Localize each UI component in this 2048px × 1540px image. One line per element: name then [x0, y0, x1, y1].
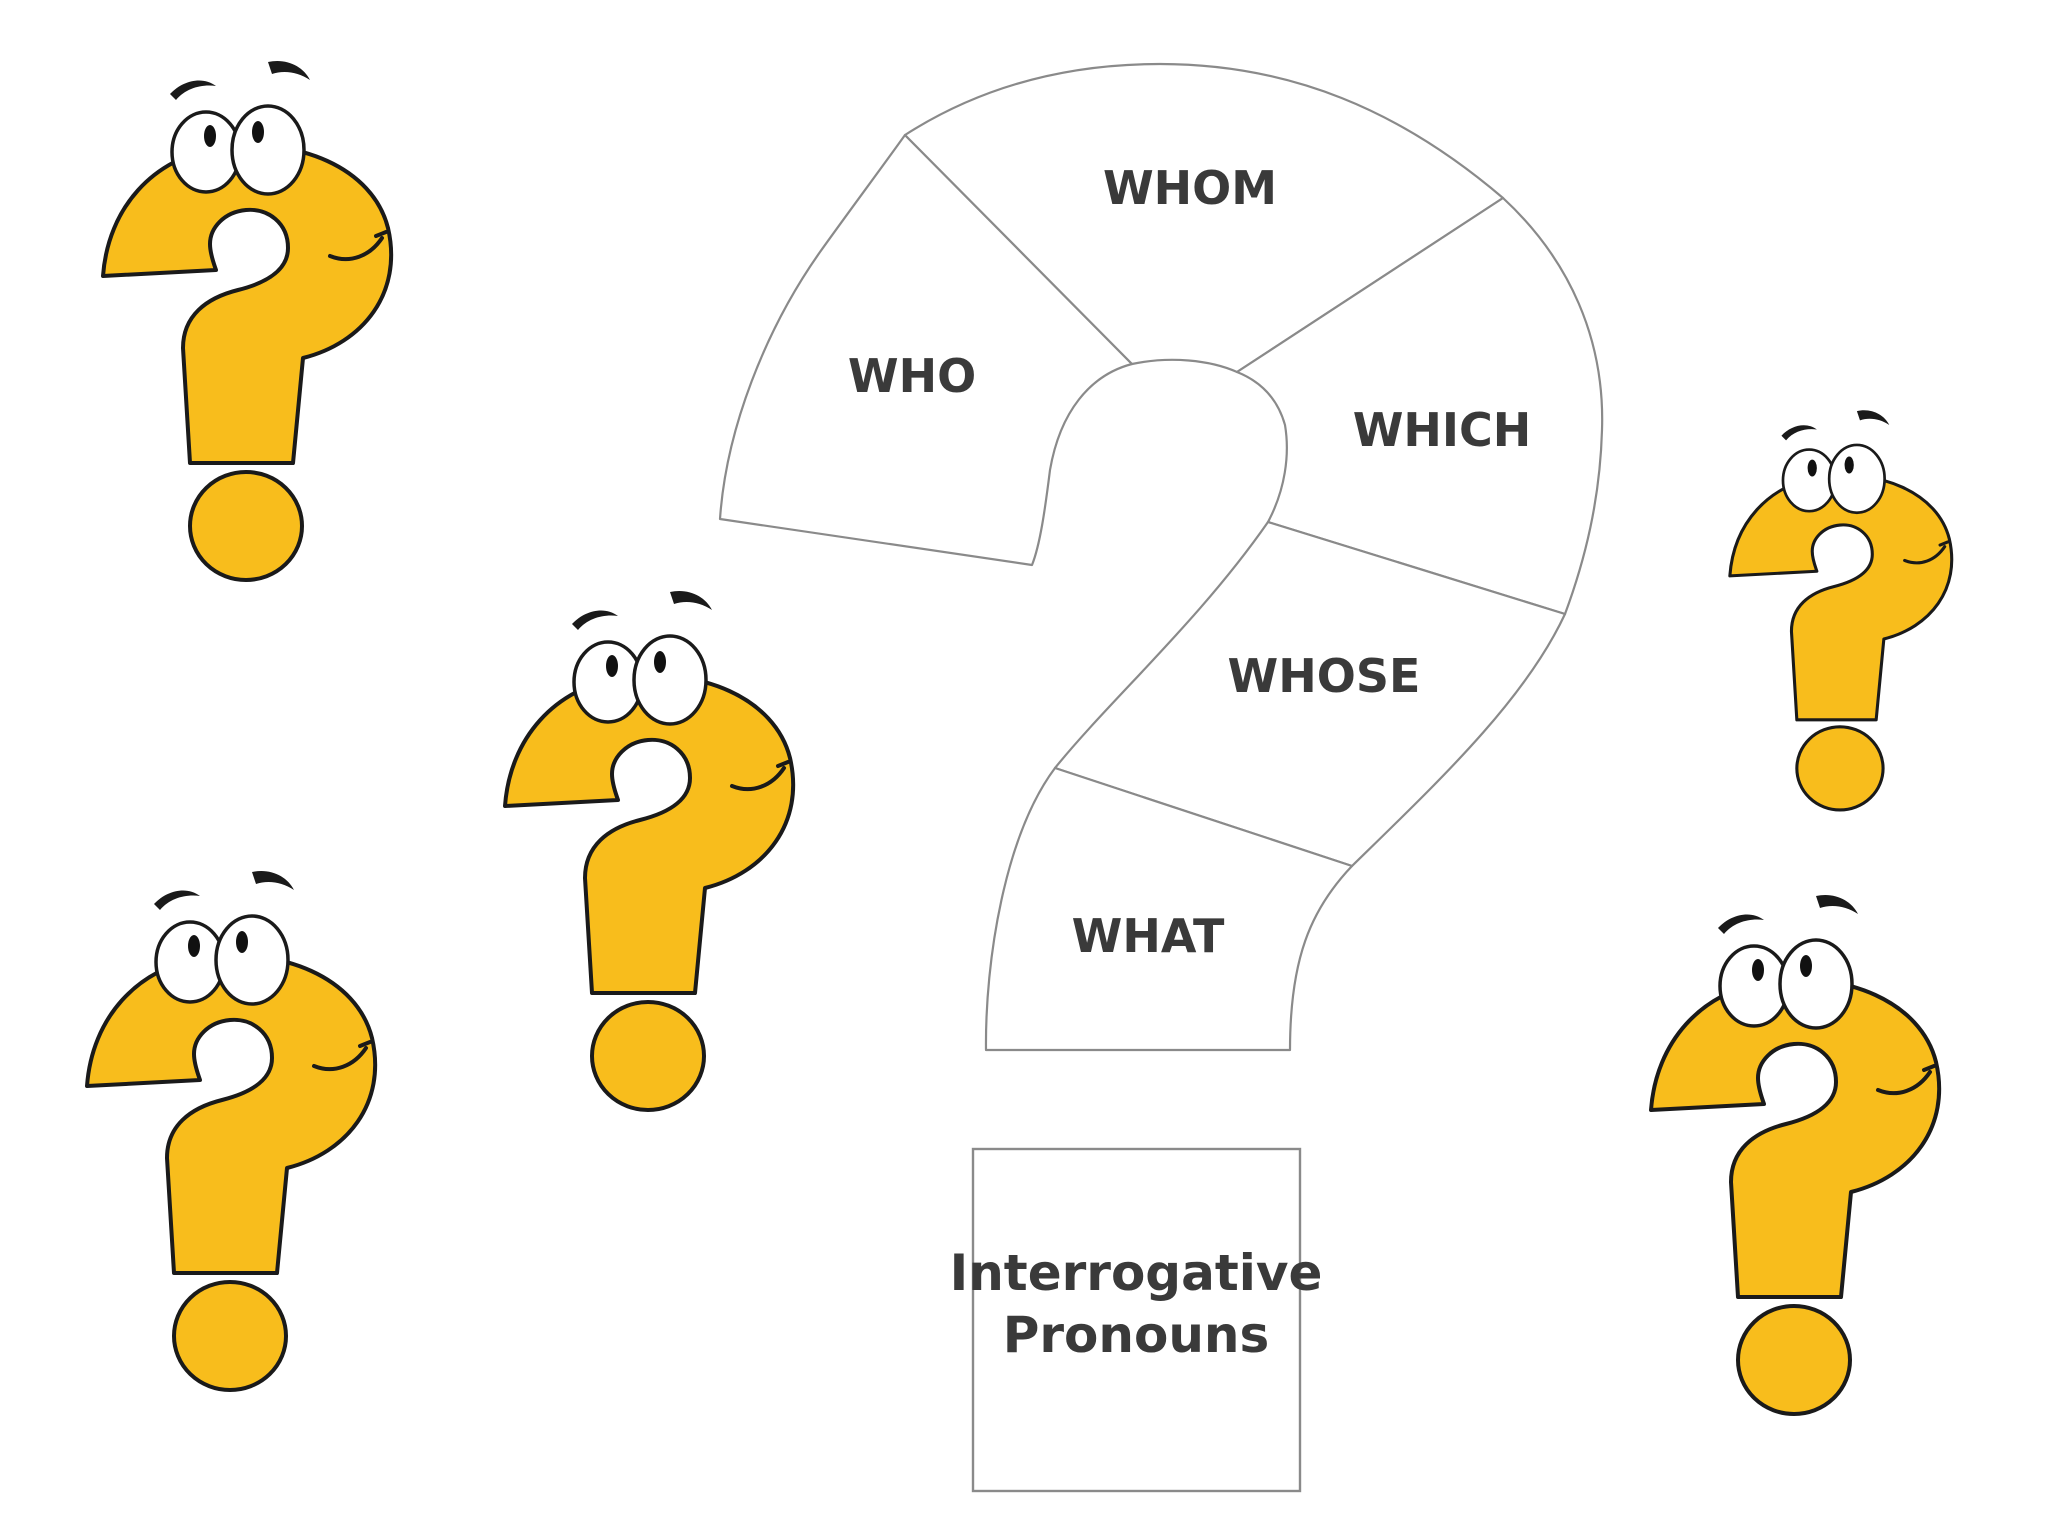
question-mark-character-right-bottom — [1649, 892, 1942, 1416]
label-whose: WHOSE — [1228, 649, 1421, 703]
question-mark-character-top-left — [101, 58, 394, 582]
caption-box: Interrogative Pronouns — [950, 1147, 1323, 1493]
segment-who — [718, 133, 1134, 567]
segment-which — [1235, 196, 1604, 616]
label-what: WHAT — [1072, 909, 1225, 963]
label-who: WHO — [848, 349, 976, 403]
label-whom: WHOM — [1103, 161, 1277, 215]
label-which: WHICH — [1353, 403, 1532, 457]
segmented-question-mark-diagram: WHO WHOM WHICH WHOSE WHAT — [718, 62, 1604, 1052]
segment-what — [984, 766, 1354, 1052]
caption-line-2: Pronouns — [1003, 1306, 1270, 1364]
question-mark-character-middle — [503, 588, 796, 1112]
question-mark-character-right-top — [1728, 408, 1954, 812]
caption-line-1: Interrogative — [950, 1244, 1323, 1302]
caption-box-frame — [971, 1147, 1302, 1493]
question-mark-character-bottom-left — [85, 868, 378, 1392]
